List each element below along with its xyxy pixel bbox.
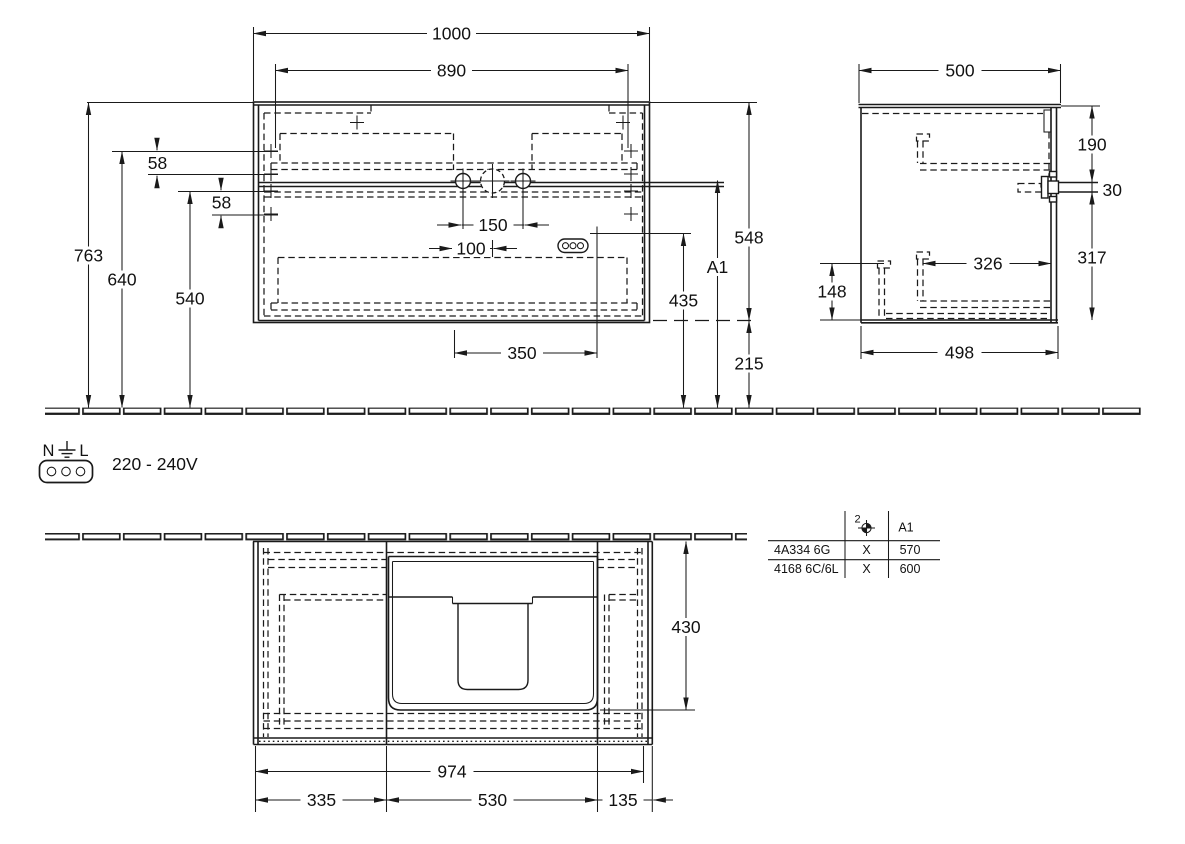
front-view: [252, 101, 724, 358]
dim-width-outer: 1000: [432, 23, 471, 43]
washbasin-outline: [387, 555, 599, 711]
dim-ref-a1: A1: [707, 257, 728, 277]
dim-height-total: 763: [74, 245, 103, 265]
variant-table: 2 A1 4A334 6G X 570 4168 6C/6L X 600: [768, 511, 940, 578]
label-line: L: [79, 442, 88, 460]
sink-bowl: [457, 603, 529, 691]
dim-tap-half: 100: [456, 238, 485, 258]
earth-ground-icon: [58, 441, 76, 458]
label-voltage: 220 - 240V: [112, 454, 198, 474]
label-neutral: N: [43, 442, 55, 460]
table-drill-superscript: 2: [854, 514, 860, 526]
dim-tap-span: 150: [478, 215, 507, 235]
dim-gap-a: 58: [148, 153, 167, 173]
tap-hole-left-icon: [450, 168, 476, 194]
dim-depth-inner: 498: [945, 342, 974, 362]
dim-height-lower: 540: [175, 288, 204, 308]
table-header-a1: A1: [898, 521, 913, 535]
table-row: 4A334 6G X 570: [774, 543, 920, 557]
dim-bracket-height: 148: [817, 282, 846, 302]
dim-lower-height: 317: [1077, 248, 1106, 268]
plan-dimensions: 430 974 335 530 135: [255, 541, 707, 810]
socket-plug-icon: [38, 459, 94, 484]
dim-shelf-depth: 326: [973, 254, 1002, 274]
dim-gap-b: 58: [212, 193, 231, 213]
mounting-cross-icons: [264, 115, 638, 241]
side-dimensions: 500 190 30 317 326 148 498: [812, 60, 1123, 362]
dim-section-mid: 530: [478, 790, 507, 810]
table-mark: X: [862, 543, 871, 557]
socket-icon: [557, 238, 589, 254]
wall-line-lower: [45, 533, 747, 541]
table-model: 4168 6C/6L: [774, 562, 839, 576]
table-value: 600: [900, 562, 921, 576]
dim-drain: 350: [507, 343, 536, 363]
dim-floor-gap: 215: [734, 354, 763, 374]
side-view: [858, 103, 1098, 324]
dim-height-upper: 640: [107, 269, 136, 289]
dim-basin-height: 435: [669, 291, 698, 311]
plan-view: [252, 540, 654, 746]
dim-base-width: 974: [437, 761, 466, 781]
dim-basin-depth: 430: [671, 617, 700, 637]
dim-fitting-height: 30: [1103, 180, 1123, 200]
table-mark: X: [862, 562, 871, 576]
dim-width-inner: 890: [437, 60, 466, 80]
electrical-connection: N L 220 - 240V: [38, 441, 198, 484]
dim-top-offset: 190: [1077, 135, 1106, 155]
dim-depth-outer: 500: [945, 60, 974, 80]
table-value: 570: [900, 543, 921, 557]
dim-section-right: 135: [608, 790, 637, 810]
drill-hole-icon: [858, 520, 875, 536]
table-row: 4168 6C/6L X 600: [774, 562, 920, 576]
tap-hole-center-icon: [475, 164, 510, 198]
table-model: 4A334 6G: [774, 543, 830, 557]
floor-line-upper: [45, 407, 1141, 415]
dim-section-left: 335: [307, 790, 336, 810]
front-dimensions: 1000 890 763 640 540 58 58 150 100 350: [69, 23, 771, 408]
dim-cabinet-height: 548: [734, 228, 763, 248]
water-fitting-icon: [1017, 170, 1060, 203]
tap-hole-right-icon: [510, 168, 536, 194]
